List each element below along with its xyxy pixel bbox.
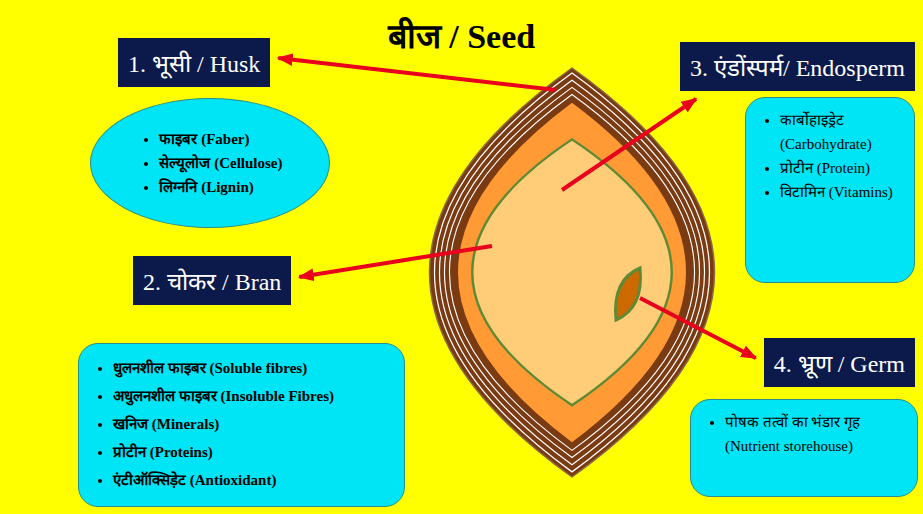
bullet-item: कार्बोहाइड्रेट (Carbohydrate) — [780, 108, 902, 156]
info-box: पोषक तत्वों का भंडार गृह (Nutrient store… — [690, 399, 918, 497]
bullet-item: विटामिन (Vitamins) — [780, 180, 902, 204]
bullet-item: फाइबर (Faber) — [159, 127, 282, 151]
bullet-list: फाइबर (Faber)सेल्यूलोज (Cellulose)लिग्नन… — [137, 127, 282, 199]
bullet-item: एंटीऑक्सिड़ेट (Antioxidant) — [113, 466, 392, 494]
bullet-item: प्रोटीन (Protein) — [780, 156, 902, 180]
leader-arrow — [278, 58, 556, 90]
heading-box: 3. एंडोंस्पर्म/ Endosperm — [680, 42, 915, 91]
endosperm-region — [472, 139, 672, 405]
husk-layer-line — [449, 95, 694, 451]
germ-shape — [616, 268, 641, 320]
bullet-list: कार्बोहाइड्रेट (Carbohydrate)प्रोटीन (Pr… — [758, 108, 902, 204]
husk-layer-line — [444, 87, 699, 457]
info-box: धुलनशील फाइबर (Soluble fibres)अधुलनशील फ… — [78, 343, 405, 507]
husk-layers — [434, 73, 709, 472]
seed-coat — [430, 68, 715, 477]
leader-arrow — [640, 298, 756, 358]
info-ellipse: फाइबर (Faber)सेल्यूलोज (Cellulose)लिग्नन… — [90, 98, 330, 228]
heading-box: 1. भूसी / Husk — [118, 38, 270, 87]
heading-text: 4. भ्रूण / Germ — [774, 351, 905, 377]
bullet-item: पोषक तत्वों का भंडार गृह (Nutrient store… — [725, 410, 905, 458]
bullet-item: धुलनशील फाइबर (Soluble fibres) — [113, 354, 392, 382]
bullet-list: धुलनशील फाइबर (Soluble fibres)अधुलनशील फ… — [91, 354, 392, 494]
heading-box: 4. भ्रूण / Germ — [764, 338, 915, 387]
bullet-item: प्रोटीन (Proteins) — [113, 438, 392, 466]
heading-text: 2. चोकर / Bran — [143, 269, 281, 295]
bullet-item: अधुलनशील फाइबर (Insoluble Fibres) — [113, 382, 392, 410]
info-box: कार्बोहाइड्रेट (Carbohydrate)प्रोटीन (Pr… — [745, 97, 915, 283]
husk-layer-line — [439, 80, 704, 464]
bullet-item: सेल्यूलोज (Cellulose) — [159, 151, 282, 175]
leader-arrow — [562, 99, 696, 190]
husk-layer-line — [434, 73, 709, 472]
bullet-item: खनिज (Minerals) — [113, 410, 392, 438]
bullet-list: पोषक तत्वों का भंडार गृह (Nutrient store… — [703, 410, 905, 458]
bran-layer — [458, 103, 686, 442]
seed — [430, 68, 715, 477]
bullet-item: लिग्ननि (Lignin) — [159, 175, 282, 199]
heading-box: 2. चोकर / Bran — [133, 256, 291, 305]
heading-text: 3. एंडोंस्पर्म/ Endosperm — [690, 55, 905, 81]
leader-arrow — [299, 246, 492, 277]
heading-text: 1. भूसी / Husk — [128, 51, 260, 77]
